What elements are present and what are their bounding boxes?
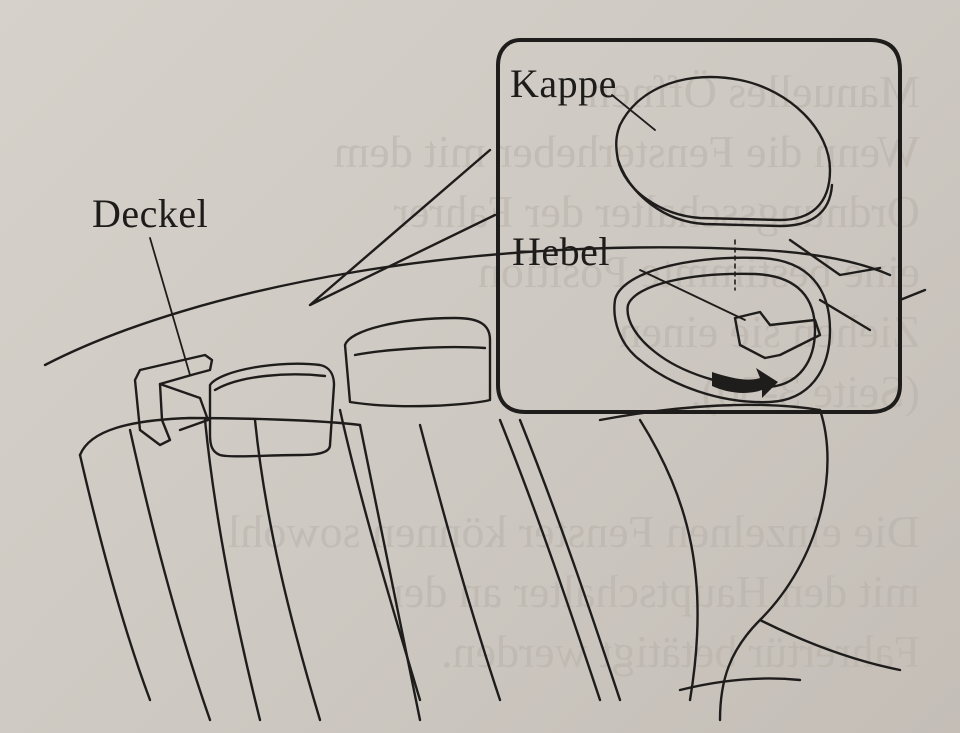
cap-label: Kappe [510,61,617,106]
center-seat-edge2 [418,423,502,702]
lever-part [733,310,822,360]
left-headrest [208,362,336,458]
recess-outer [613,256,832,404]
right-seat-top [598,403,822,422]
divider-line [498,418,602,702]
cover-leader-line [149,237,191,376]
lever-label: Hebel [512,229,611,274]
cap-edge [616,158,834,228]
right-seat-bottom [758,618,902,672]
lever-pointer [639,269,746,321]
cover-part [133,353,214,447]
cover-label: Deckel [92,191,209,236]
arrow-icon [712,368,778,398]
center-headrest-seam [353,345,487,357]
inset-frame [496,38,902,414]
left-seatback-fold [128,428,212,722]
right-seat-curve [718,408,829,722]
right-seat-seam [638,418,699,702]
cap-leader-line [611,94,656,131]
divider-line2 [518,418,622,702]
inset-detail-line2 [818,298,872,332]
cover-lip [158,382,210,432]
left-seatback-seam2 [253,418,322,722]
left-seatback-edge [78,453,152,702]
left-headrest-top [213,373,327,392]
inset-detail-line3 [898,288,927,302]
inset-detail-line [788,238,882,277]
parcel-shelf-line [43,246,892,367]
recess-inner [626,272,817,389]
center-seat-edge [338,408,422,702]
left-seatback-outline [78,416,362,457]
left-seatback-seam [203,418,262,722]
center-headrest [343,316,492,408]
left-seatback-side [358,423,422,722]
right-seat-bottom2 [678,677,802,692]
callout-pointer [308,148,497,307]
